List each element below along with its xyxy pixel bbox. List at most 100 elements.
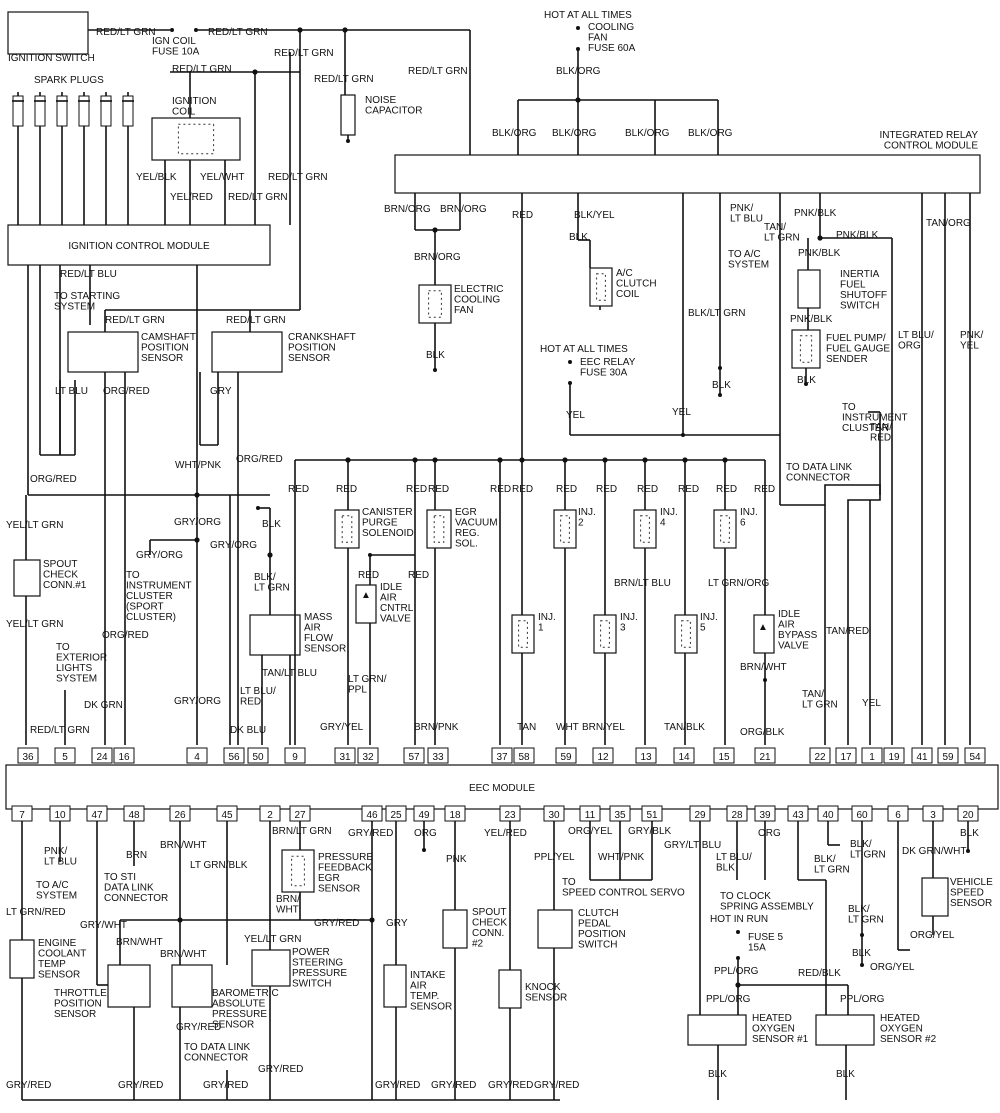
wire-color-label: TAN/ORG xyxy=(926,218,971,229)
eec-pin-top xyxy=(334,747,356,764)
hot-at-all-times-label: HOT AT ALL TIMES xyxy=(544,10,632,21)
eec-pin-number: 58 xyxy=(518,752,530,763)
wire-color-label: RED xyxy=(336,484,357,495)
wire-color-label: BRN/PNK xyxy=(414,722,459,733)
junction-dot xyxy=(433,368,437,372)
injector-6 xyxy=(713,509,737,549)
wire-color-label: GRY/RED xyxy=(6,1080,51,1091)
valve-arrow-icon: ▲ xyxy=(758,622,768,633)
eec-pin-number: 39 xyxy=(759,810,771,821)
eec-pin-number: 5 xyxy=(62,752,68,763)
wire-color-label: BLK xyxy=(708,1069,727,1080)
junction-dot xyxy=(576,47,580,51)
ignition-coil xyxy=(151,117,241,161)
wire-color-label: PNK/LT BLU xyxy=(730,203,763,225)
wire-color-label: DK BLU xyxy=(230,725,266,736)
wire-color-label: BRN xyxy=(126,850,147,861)
ignition-switch-box xyxy=(7,11,89,55)
wire-color-label: GRY/ORG xyxy=(174,696,221,707)
wire-color-label: PNK xyxy=(446,854,467,865)
wire-color-label: LT BLU xyxy=(55,386,88,397)
wire-color-label: BRN/ORG xyxy=(440,204,487,215)
integrated-relay-control-module xyxy=(394,154,981,194)
eec-pin-number: 25 xyxy=(390,810,402,821)
eec-pin-top xyxy=(861,747,883,764)
wire-color-label: TAN/BLK xyxy=(664,722,705,733)
eec-pin-number: 36 xyxy=(22,752,34,763)
wire-color-label: PNK/BLK xyxy=(836,230,879,241)
eec-pin-top xyxy=(883,747,905,764)
wire-color-label: RED/LT GRN xyxy=(274,48,334,59)
injector-3-label: INJ.3 xyxy=(620,612,638,634)
wire-color-label: LT BLU/BLK xyxy=(716,852,752,874)
mass-air-flow-sensor xyxy=(249,614,301,656)
wire-color-label: RED xyxy=(428,484,449,495)
wire-color-label: BLK/LT GRN xyxy=(688,308,745,319)
wire-color-label: ORG/BLK xyxy=(740,727,785,738)
junction-dot xyxy=(170,28,174,32)
throttle-position-sensor xyxy=(107,964,151,1008)
wire-color-label: YEL xyxy=(566,410,585,421)
eec-pin-top xyxy=(713,747,735,764)
eec-pin-number: 59 xyxy=(942,752,954,763)
vehicle-speed-sensor xyxy=(921,877,949,917)
wire-color-label: YEL xyxy=(862,698,881,709)
eec-pin-top xyxy=(91,747,113,764)
wire-color-label: PPL/ORG xyxy=(706,994,751,1005)
wire-color-label: RED/LT GRN xyxy=(226,315,286,326)
wire-color-label: ORG/YEL xyxy=(910,930,955,941)
eec-pin-top xyxy=(835,747,857,764)
wire-color-label: RED xyxy=(716,484,737,495)
camshaft-position-sensor xyxy=(67,331,139,373)
wire-color-label: BRN/WHT xyxy=(160,949,207,960)
eec-pin-number: 56 xyxy=(228,752,240,763)
eec-pin-number: 37 xyxy=(496,752,508,763)
wire-color-label: BLK xyxy=(797,375,816,386)
wire-color-label: TAN/RED xyxy=(826,626,869,637)
wire-color-label: GRY/ORG xyxy=(174,517,221,528)
eec-pin-number: 46 xyxy=(366,810,378,821)
wire-color-label: GRY/RED xyxy=(431,1080,476,1091)
ignition-control-module xyxy=(7,224,271,266)
wire-color-label: RED xyxy=(490,484,511,495)
wire-color-label: GRY xyxy=(210,386,232,397)
wire-color-label: LT GRN/PPL xyxy=(348,674,387,696)
inertia-fuel-shutoff-switch xyxy=(797,269,821,309)
eec-pin-top xyxy=(54,747,76,764)
eec-pin-top xyxy=(911,747,933,764)
eec-pin-number: 27 xyxy=(294,810,306,821)
eec-pin-top xyxy=(673,747,695,764)
wire-color-label: GRY/RED xyxy=(534,1080,579,1091)
intake-air-temp-sensor xyxy=(383,964,407,1008)
wire-color-label: PPL/YEL xyxy=(534,852,575,863)
eec-pin-number: 12 xyxy=(597,752,609,763)
eec-pin-number: 48 xyxy=(128,810,140,821)
wire-color-label: BLK xyxy=(836,1069,855,1080)
eec-pin-number: 40 xyxy=(822,810,834,821)
eec-pin-number: 43 xyxy=(792,810,804,821)
junction-dot xyxy=(194,28,198,32)
wire-color-label: YEL/LT GRN xyxy=(6,619,63,630)
wire-color-label: BLK/LT GRN xyxy=(848,904,884,926)
wire-color-label: LT GRN/ORG xyxy=(708,578,770,589)
eec-pin-top xyxy=(635,747,657,764)
eec-module xyxy=(5,764,999,810)
wire-color-label: RED xyxy=(408,570,429,581)
eec-pin-number: 59 xyxy=(560,752,572,763)
eec-pin-number: 22 xyxy=(814,752,826,763)
wire-color-label: BLK xyxy=(262,519,281,530)
egr-vacuum-reg-sol xyxy=(426,509,452,549)
clutch-pedal-position-switch xyxy=(537,909,573,949)
noise-capacitor xyxy=(340,94,356,136)
wire-color-label: BLK/ORG xyxy=(552,128,597,139)
